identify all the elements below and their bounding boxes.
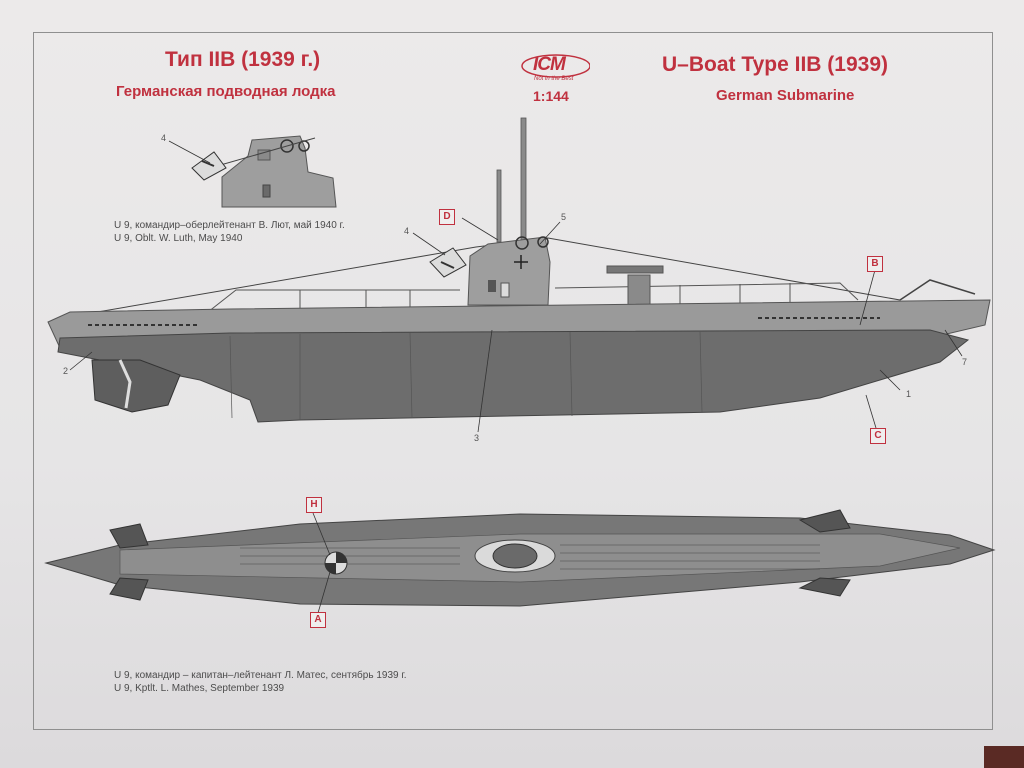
marker-b: B xyxy=(867,256,883,272)
logo-tagline: Not in the Best xyxy=(534,76,574,82)
title-ru: Тип IIB (1939 г.) xyxy=(165,48,321,71)
part-number-1: 1 xyxy=(906,389,912,399)
part-number-4: 4 xyxy=(404,226,410,236)
subtitle-en: German Submarine xyxy=(716,87,855,104)
table-corner xyxy=(984,746,1024,768)
part-number-7: 7 xyxy=(962,357,968,367)
caption-mathes-en: U 9, Kptlt. L. Mathes, September 1939 xyxy=(114,683,285,694)
marker-c: C xyxy=(870,428,886,444)
part-number-3: 3 xyxy=(474,433,480,443)
caption-luth-en: U 9, Oblt. W. Luth, May 1940 xyxy=(114,233,243,244)
part-number-2: 2 xyxy=(63,366,69,376)
top-view xyxy=(44,509,996,614)
caption-mathes-ru: U 9, командир – капитан–лейтенант Л. Мат… xyxy=(114,670,407,681)
marker-a: A xyxy=(310,612,326,628)
marker-d: D xyxy=(439,209,455,225)
marker-h: H xyxy=(306,497,322,513)
side-profile xyxy=(47,117,991,433)
conning-tower-inset xyxy=(168,135,337,208)
drawing-frame xyxy=(33,32,993,730)
part-number-5: 5 xyxy=(561,212,567,222)
part-number-4-inset: 4 xyxy=(161,133,167,143)
logo-text: ICM xyxy=(533,54,566,75)
caption-luth-ru: U 9, командир–оберлейтенант В. Лют, май … xyxy=(114,220,345,231)
subtitle-ru: Германская подводная лодка xyxy=(116,83,336,100)
logo-swoosh xyxy=(521,54,590,78)
title-en: U–Boat Type IIB (1939) xyxy=(662,53,889,76)
scale-label: 1:144 xyxy=(533,88,569,104)
